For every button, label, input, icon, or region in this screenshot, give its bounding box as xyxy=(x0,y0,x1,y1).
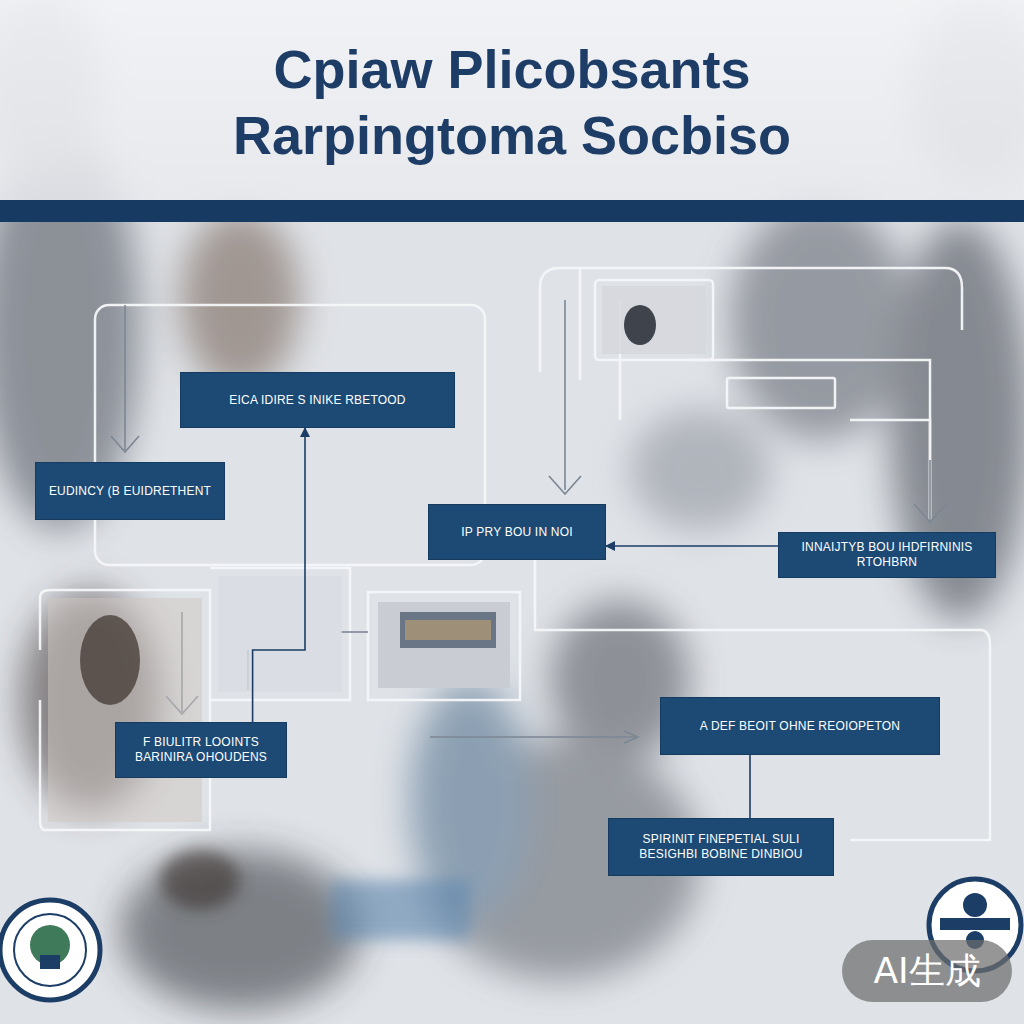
process-box: A DEF BEOIT OHNE REOIOPETON xyxy=(660,697,940,755)
watermark-text: AI生成 xyxy=(873,947,980,996)
box-label: A DEF BEOIT OHNE REOIOPETON xyxy=(700,719,900,734)
watermark-badge: AI生成 xyxy=(842,940,1012,1002)
process-box: IP PRY BOU IN NOI xyxy=(428,504,606,560)
connector-arrow xyxy=(606,545,778,547)
process-box: EICA IDIRE S INIKE RBETOOD xyxy=(180,372,455,428)
box-label: SPIRINIT FINEPETIAL SULI BESIGHBI BOBINE… xyxy=(617,832,825,862)
process-box: F BIULITR LOOINTS BARINIRA OHOUDENS xyxy=(115,722,287,778)
connector-arrow xyxy=(749,755,751,818)
box-label: INNAIJTYB BOU IHDFIRNINIS RTOHBRN xyxy=(787,540,987,570)
box-label: IP PRY BOU IN NOI xyxy=(461,525,572,540)
process-box: SPIRINIT FINEPETIAL SULI BESIGHBI BOBINE… xyxy=(608,818,834,876)
box-label: EICA IDIRE S INIKE RBETOOD xyxy=(229,393,405,408)
process-box: EUDINCY (B EUIDRETHENT xyxy=(35,462,225,520)
process-box: INNAIJTYB BOU IHDFIRNINIS RTOHBRN xyxy=(778,532,996,578)
diagram-title: Cpiaw Plicobsants Rarpingtoma Socbiso xyxy=(112,36,912,168)
connector-arrow xyxy=(253,428,305,722)
box-label: F BIULITR LOOINTS BARINIRA OHOUDENS xyxy=(124,735,278,765)
seal-emblem xyxy=(0,900,100,1000)
box-label: EUDINCY (B EUIDRETHENT xyxy=(49,484,211,499)
